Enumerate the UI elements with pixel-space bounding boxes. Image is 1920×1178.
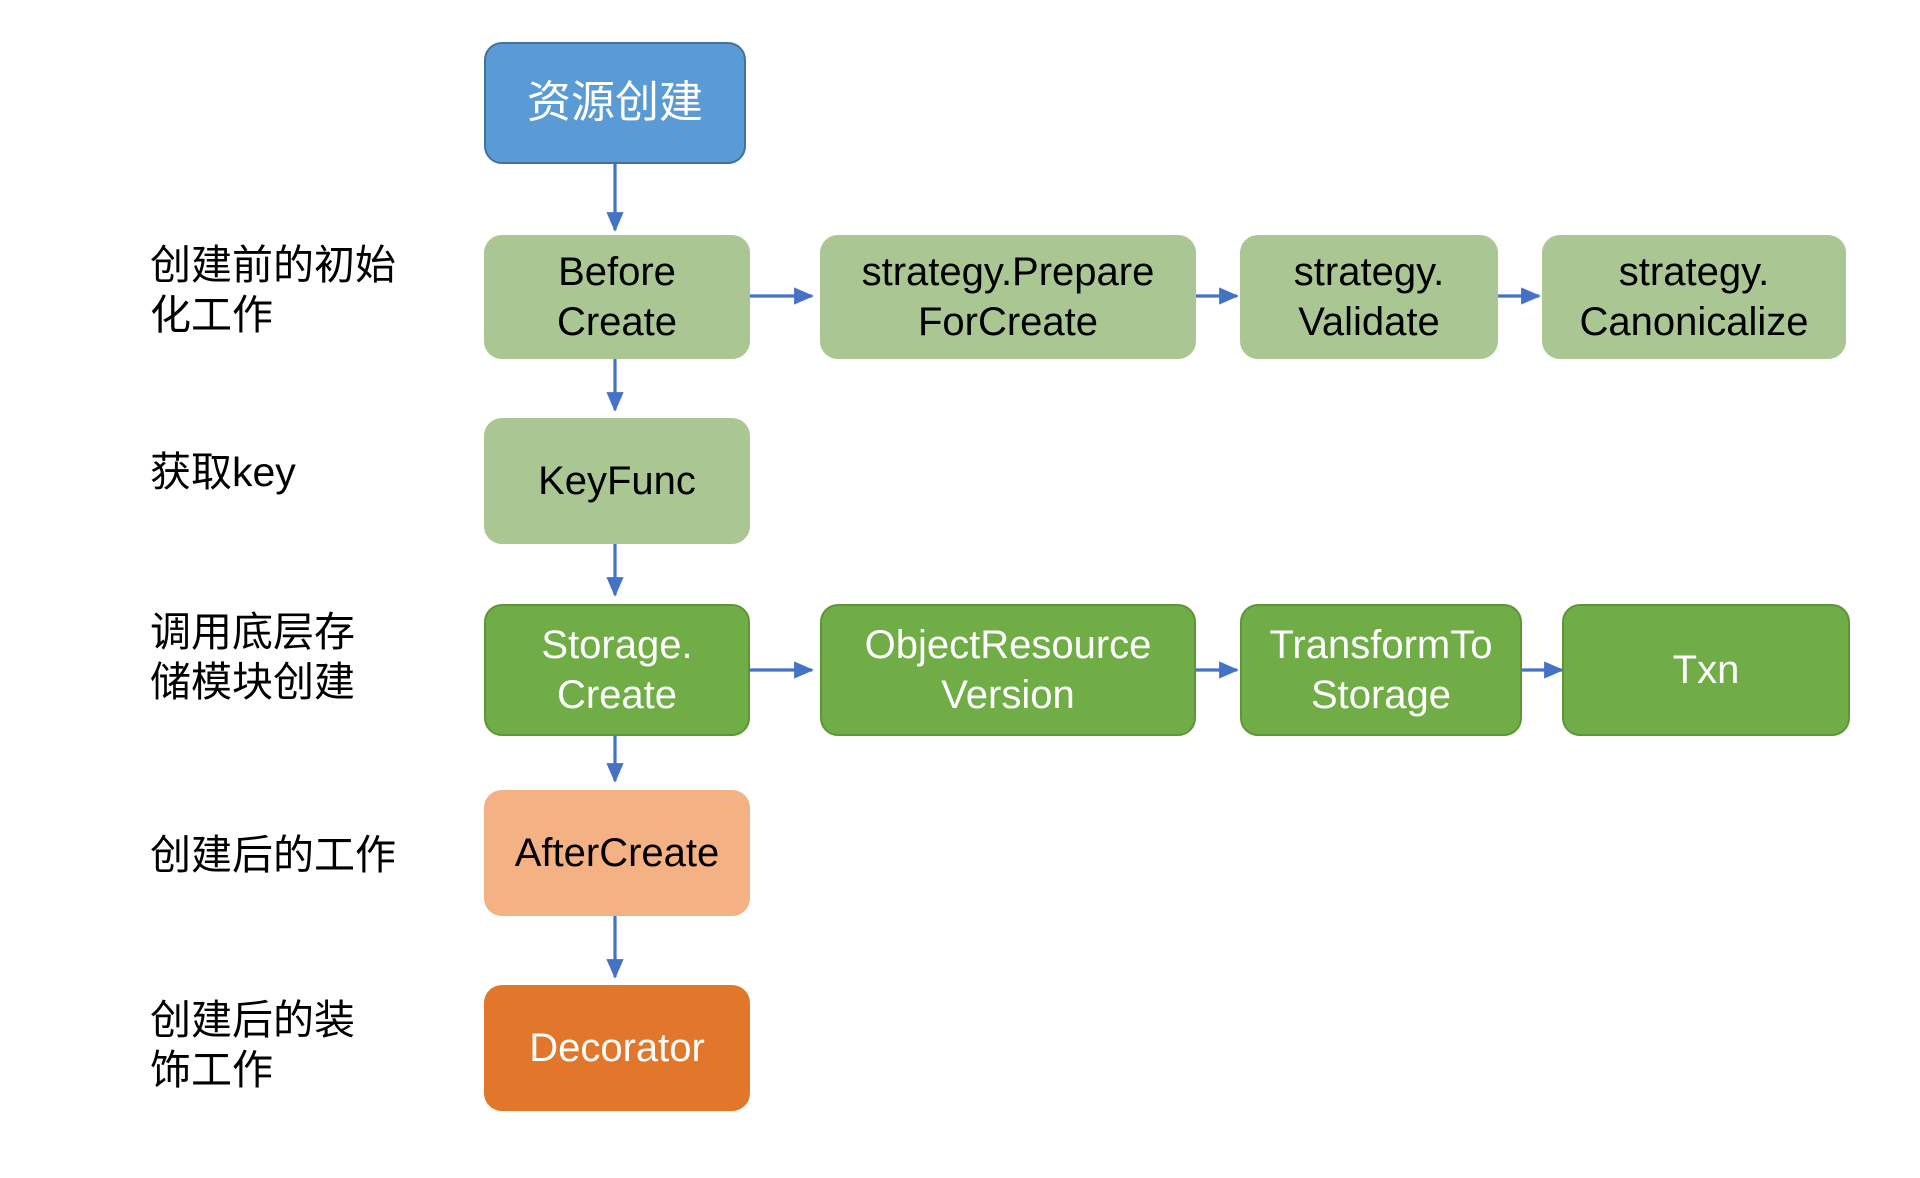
- node-keyfunc[interactable]: KeyFunc: [484, 418, 750, 544]
- node-txn[interactable]: Txn: [1562, 604, 1850, 736]
- node-decorator[interactable]: Decorator: [484, 985, 750, 1111]
- node-before-create[interactable]: Before Create: [484, 235, 750, 359]
- node-transform-to-storage[interactable]: TransformTo Storage: [1240, 604, 1522, 736]
- node-after-create[interactable]: AfterCreate: [484, 790, 750, 916]
- label-keyfunc: 获取key: [150, 449, 296, 495]
- node-object-resource-version[interactable]: ObjectResource Version: [820, 604, 1196, 736]
- node-strategy-validate[interactable]: strategy. Validate: [1240, 235, 1498, 359]
- label-decorator: 创建后的装 饰工作: [150, 997, 355, 1094]
- node-strategy-prepare-for-create[interactable]: strategy.Prepare ForCreate: [820, 235, 1196, 359]
- node-storage-create[interactable]: Storage. Create: [484, 604, 750, 736]
- node-resource-create[interactable]: 资源创建: [484, 42, 746, 164]
- label-storage-create: 调用底层存 储模块创建: [150, 609, 355, 706]
- label-before-create: 创建前的初始 化工作: [150, 242, 396, 339]
- node-strategy-canonicalize[interactable]: strategy. Canonicalize: [1542, 235, 1846, 359]
- label-after-create: 创建后的工作: [150, 832, 396, 878]
